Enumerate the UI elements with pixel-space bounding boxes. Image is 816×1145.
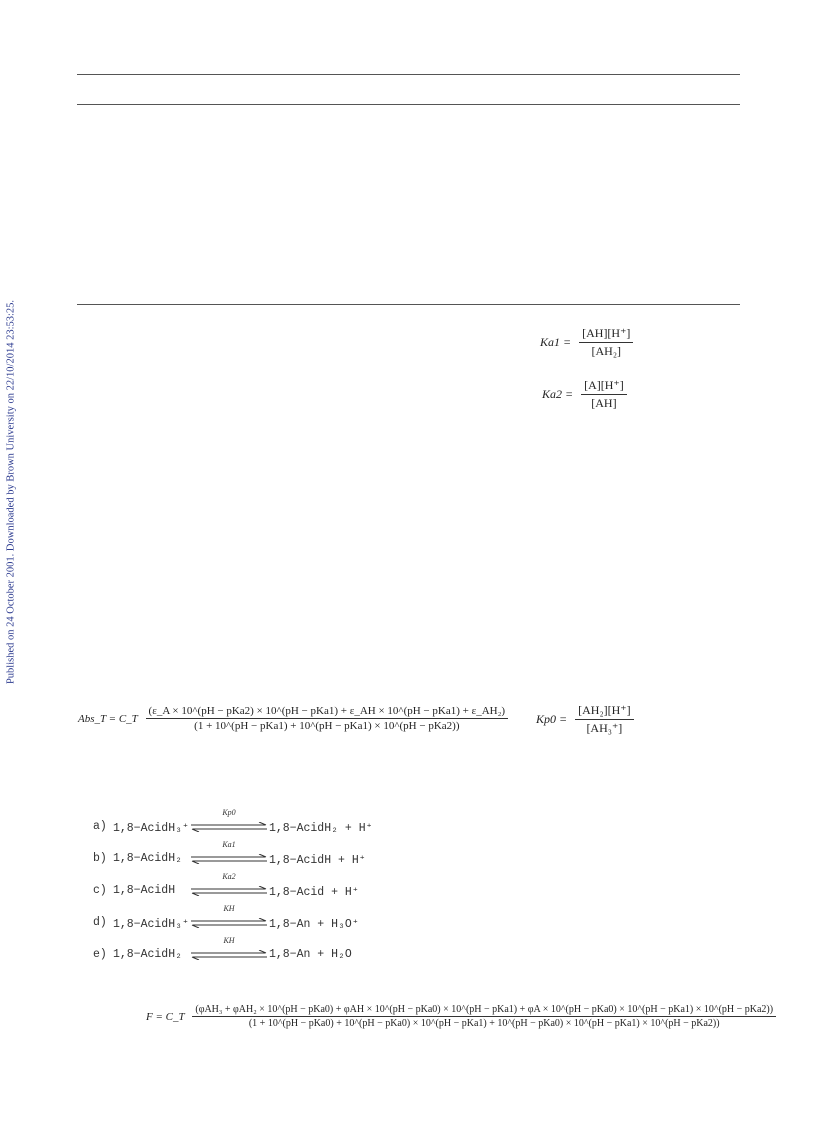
equation-ka2-fraction: [A][H⁺] [AH]: [581, 378, 627, 411]
reaction-c: c) 1,8−AcidH Ka2 1,8−Acid + H⁺: [93, 872, 433, 902]
reaction-constant: Ka1: [222, 840, 236, 849]
equilibrium-arrow-icon: KH: [189, 904, 269, 934]
equation-ka2-denominator: [AH]: [591, 396, 617, 410]
reaction-a: a) 1,8−AcidH₃⁺ Kp0 1,8−AcidH₂ + H⁺: [93, 808, 433, 838]
reaction-label: e): [93, 948, 107, 961]
equation-ka1-denominator: [AH₂]: [591, 344, 622, 358]
equation-fluorescence-numerator: (φAH₃ + φAH₂ × 10^(pH − pKa0) + φAH × 10…: [192, 1004, 777, 1017]
reaction-constant: KH: [223, 904, 235, 913]
reaction-product: 1,8−An + H₂O: [269, 948, 352, 961]
reaction-product: 1,8−AcidH + H⁺: [269, 854, 366, 867]
reaction-product: 1,8−Acid + H⁺: [269, 886, 359, 899]
equation-kp0-lhs: Kp0 =: [536, 712, 568, 726]
equation-absorbance-lhs: Abs_T = C_T: [78, 712, 138, 725]
equation-fluorescence-denominator: (1 + 10^(pH − pKa0) + 10^(pH − pKa0) × 1…: [248, 1018, 720, 1029]
reaction-reactant: 1,8−AcidH₃⁺: [113, 822, 189, 835]
equation-fluorescence-fraction: (φAH₃ + φAH₂ × 10^(pH − pKa0) + φAH × 10…: [192, 1004, 777, 1029]
equation-kp0-denominator: [AH₃⁺]: [586, 721, 623, 735]
equation-fluorescence: F = C_T (φAH₃ + φAH₂ × 10^(pH − pKa0) + …: [146, 1004, 777, 1029]
reaction-constant: Kp0: [222, 808, 236, 817]
reaction-reactant: 1,8−AcidH: [113, 884, 176, 897]
reaction-constant: KH: [223, 936, 235, 945]
reaction-label: c): [93, 884, 107, 897]
equilibrium-arrow-icon: Ka1: [189, 840, 269, 870]
table-header-rule: [77, 104, 740, 105]
equation-ka2-numerator: [A][H⁺]: [581, 378, 627, 395]
equation-kp0-fraction: [AH₂][H⁺] [AH₃⁺]: [575, 703, 634, 736]
download-sidebar-text: Published on 24 October 2001. Downloaded…: [5, 299, 17, 685]
reaction-label: a): [93, 820, 107, 833]
equation-ka1-lhs: Ka1 =: [540, 335, 572, 349]
equation-kp0: Kp0 = [AH₂][H⁺] [AH₃⁺]: [536, 703, 634, 736]
reaction-product: 1,8−AcidH₂ + H⁺: [269, 822, 373, 835]
equation-ka1: Ka1 = [AH][H⁺] [AH₂]: [540, 326, 634, 359]
reaction-e: e) 1,8−AcidH₂ KH 1,8−An + H₂O: [93, 936, 433, 966]
download-sidebar: Published on 24 October 2001. Downloaded…: [2, 282, 20, 702]
equation-ka2: Ka2 = [A][H⁺] [AH]: [542, 378, 627, 411]
equation-absorbance-denominator: (1 + 10^(pH − pKa1) + 10^(pH − pKa1) × 1…: [194, 720, 460, 732]
reaction-reactant: 1,8−AcidH₃⁺: [113, 918, 189, 931]
equation-fluorescence-lhs: F = C_T: [146, 1010, 185, 1023]
equation-absorbance-numerator: (ε_A × 10^(pH − pKa2) × 10^(pH − pKa1) +…: [145, 705, 509, 719]
equation-absorbance-fraction: (ε_A × 10^(pH − pKa2) × 10^(pH − pKa1) +…: [145, 705, 509, 732]
reaction-label: d): [93, 916, 107, 929]
table-top-rule: [77, 74, 740, 75]
equilibrium-arrow-icon: Kp0: [189, 808, 269, 838]
reaction-d: d) 1,8−AcidH₃⁺ KH 1,8−An + H₃O⁺: [93, 904, 433, 934]
equation-kp0-numerator: [AH₂][H⁺]: [575, 703, 634, 720]
reaction-b: b) 1,8−AcidH₂ Ka1 1,8−AcidH + H⁺: [93, 840, 433, 870]
reaction-constant: Ka2: [222, 872, 236, 881]
reaction-reactant: 1,8−AcidH₂: [113, 852, 183, 865]
equation-absorbance: Abs_T = C_T (ε_A × 10^(pH − pKa2) × 10^(…: [78, 705, 509, 732]
equilibrium-arrow-icon: KH: [189, 936, 269, 966]
equation-ka2-lhs: Ka2 =: [542, 387, 574, 401]
reaction-label: b): [93, 852, 107, 865]
reaction-reactant: 1,8−AcidH₂: [113, 948, 183, 961]
reaction-product: 1,8−An + H₃O⁺: [269, 918, 359, 931]
equation-ka1-fraction: [AH][H⁺] [AH₂]: [579, 326, 634, 359]
table-bottom-rule: [77, 304, 740, 305]
equation-ka1-numerator: [AH][H⁺]: [579, 326, 634, 343]
equilibrium-arrow-icon: Ka2: [189, 872, 269, 902]
